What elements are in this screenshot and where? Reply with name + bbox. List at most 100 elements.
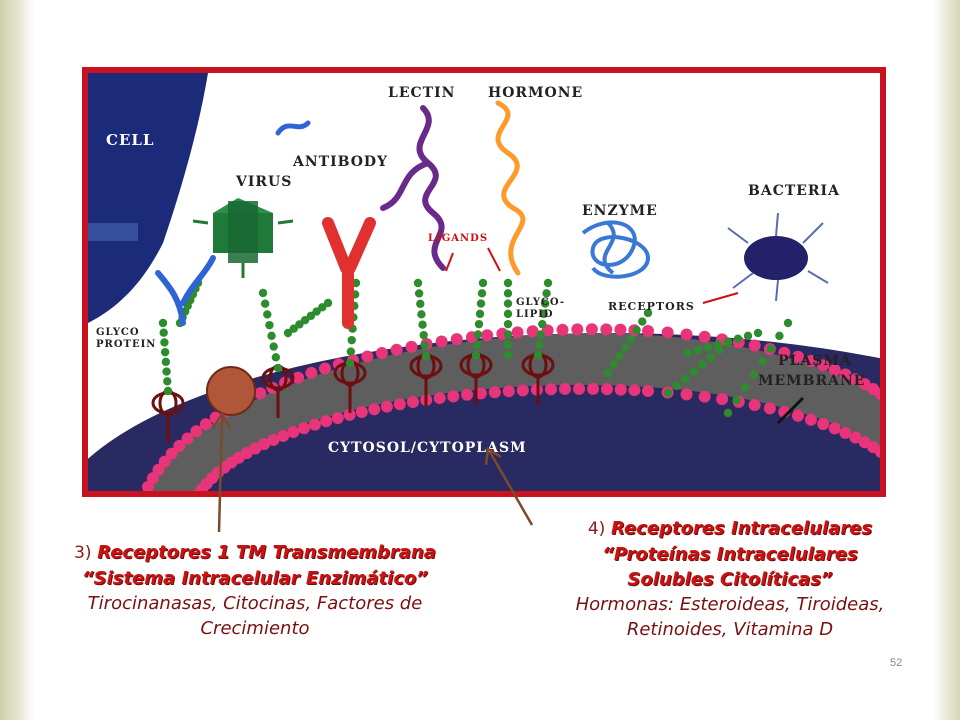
- label-plasma: PLASMA: [778, 353, 852, 369]
- lipid-head: [698, 390, 711, 403]
- lipid-head: [190, 425, 203, 438]
- chain-bead: [258, 288, 268, 298]
- label-cell: CELL: [106, 131, 154, 149]
- lipid-head: [614, 323, 627, 336]
- lipid-head: [600, 383, 613, 396]
- lipid-head: [308, 418, 321, 431]
- lipid-head: [559, 382, 572, 395]
- enzyme-shape: [581, 220, 651, 279]
- label-glyco-lipid-2: LIPID: [516, 309, 554, 320]
- chain-bead: [306, 311, 316, 321]
- lipid-head: [804, 354, 817, 367]
- chain-bead: [775, 331, 784, 341]
- label-antibody: ANTIBODY: [292, 154, 388, 170]
- lipid-head: [661, 326, 674, 339]
- lipid-head: [642, 385, 654, 397]
- lipid-head: [874, 388, 880, 400]
- chain-bead: [421, 351, 431, 361]
- chain-bead: [680, 374, 690, 383]
- lipid-head: [258, 438, 271, 451]
- lipid-head: [614, 383, 627, 396]
- cell-blob-highlight: [88, 223, 138, 241]
- cell-receptor: [155, 255, 216, 326]
- lipid-head: [375, 347, 388, 360]
- label-lectin: LECTIN: [388, 85, 455, 101]
- lipid-head: [254, 387, 267, 400]
- lipid-head: [571, 323, 584, 336]
- label-receptors: RECEPTORS: [608, 300, 695, 313]
- chain-bead: [503, 330, 513, 339]
- chain-bead: [163, 386, 173, 396]
- lipid-head: [817, 417, 830, 430]
- slide-edge-right: [934, 0, 960, 720]
- lipid-head: [839, 368, 852, 381]
- label-glyco-lipid-1: GLYCO-: [516, 297, 565, 308]
- lipid-head: [450, 333, 463, 346]
- chain-bead: [533, 350, 543, 360]
- chain-bead: [615, 351, 624, 361]
- receptor-marker: [206, 366, 256, 416]
- caption-left-body: Tirocinanasas, Citocinas, Factores de Cr…: [87, 593, 423, 639]
- lipid-head: [874, 446, 880, 458]
- lipid-head: [320, 415, 333, 428]
- lipid-head: [406, 396, 419, 409]
- label-glyco-protein-2: PROTEIN: [96, 339, 156, 350]
- chain-bead: [474, 319, 484, 329]
- chain-bead: [683, 348, 693, 358]
- caption-left-number: 3): [74, 543, 92, 563]
- slide-edge-left: [0, 0, 34, 720]
- bacteria-shape: [727, 212, 829, 302]
- chain-bead: [698, 360, 707, 369]
- lipid-head: [849, 431, 862, 444]
- chain-bead: [626, 334, 636, 343]
- lipid-head: [267, 433, 280, 446]
- chain-bead: [161, 357, 171, 367]
- label-bacteria: BACTERIA: [748, 183, 840, 199]
- chain-bead: [419, 330, 428, 340]
- lipid-head: [355, 405, 368, 418]
- lipid-head: [158, 455, 171, 468]
- lipid-head: [292, 371, 305, 384]
- label-ligands: LIGANDS: [428, 233, 488, 244]
- lipid-head: [277, 429, 290, 442]
- caption-right-subtitle-2: Solubles Citolíticas”: [627, 569, 833, 590]
- chain-bead: [475, 309, 485, 319]
- lipid-head: [181, 432, 194, 445]
- chain-bead: [283, 328, 293, 338]
- chain-bead: [323, 298, 333, 308]
- chain-bead: [269, 342, 278, 351]
- lipid-head: [433, 392, 446, 405]
- lipid-head: [698, 330, 711, 343]
- lipid-head: [748, 399, 761, 411]
- lipid-head: [792, 350, 804, 363]
- chain-bead: [263, 310, 272, 319]
- lipid-head: [249, 442, 262, 455]
- lipid-head: [716, 393, 729, 406]
- chain-bead: [160, 338, 169, 347]
- lipid-head: [680, 388, 693, 401]
- chain-bead: [743, 331, 753, 341]
- chain-bead: [542, 289, 551, 298]
- lipid-head: [199, 418, 212, 431]
- chain-bead: [300, 315, 310, 325]
- lipid-head: [516, 384, 529, 397]
- lipid-head: [680, 328, 693, 341]
- chain-bead: [163, 377, 172, 386]
- chain-bead: [539, 309, 548, 319]
- chain-bead: [632, 325, 641, 335]
- chain-bead: [473, 330, 483, 339]
- chain-bead: [540, 299, 550, 308]
- chain-bead: [766, 344, 776, 353]
- lipid-head: [587, 382, 600, 395]
- chain-bead: [503, 309, 513, 319]
- caption-right-title: Receptores Intracelulares: [611, 518, 873, 539]
- chain-bead: [638, 317, 647, 326]
- label-membrane: MEMBRANE: [758, 373, 865, 389]
- lipid-head: [526, 325, 539, 338]
- chain-bead: [414, 289, 424, 298]
- cell-blob: [88, 73, 208, 323]
- chain-bead: [740, 383, 750, 392]
- chain-bead: [503, 319, 513, 329]
- lipid-head: [502, 385, 515, 398]
- lipid-head: [778, 346, 791, 359]
